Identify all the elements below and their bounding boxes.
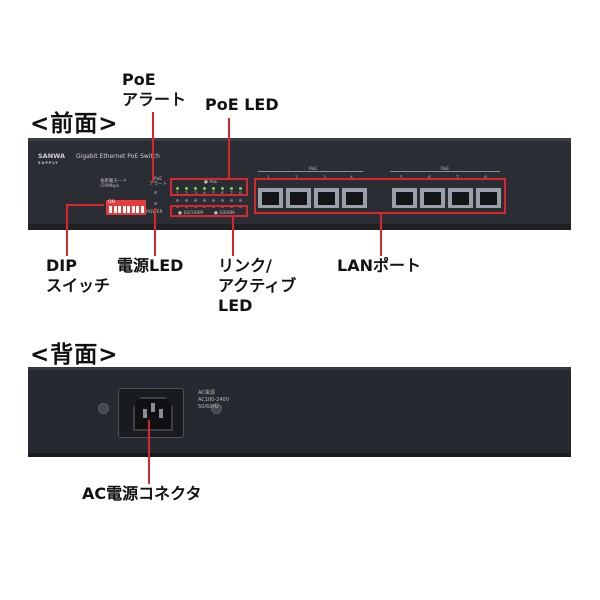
- ac-pin: [159, 409, 163, 418]
- dip-switch[interactable]: ON: [106, 200, 146, 215]
- screw-icon: [211, 403, 222, 414]
- speed-10-100-label: ● 10/100M: [178, 211, 204, 216]
- rear-panel: AC電源 AC100-240V 50/60Hz: [28, 367, 571, 457]
- poe-led-callout: PoE LED: [205, 95, 279, 114]
- poe-alert-leader: [152, 112, 154, 182]
- link-led-highlight: [170, 205, 248, 217]
- port-group-divider: [258, 171, 363, 172]
- poe-led-highlight: [170, 178, 248, 196]
- front-bezel: [28, 224, 571, 230]
- poe-led: [185, 187, 188, 190]
- dip-switch-callout: DIP スイッチ: [46, 256, 110, 296]
- link-active-led-callout-line1: リンク/: [218, 256, 272, 275]
- poe-alert-callout-line2: アラート: [122, 90, 187, 109]
- link-led: [212, 199, 215, 202]
- dip-toggle[interactable]: [122, 206, 126, 213]
- port-group-divider: [390, 171, 500, 172]
- lan-port[interactable]: [314, 188, 339, 208]
- lan-port[interactable]: [420, 188, 445, 208]
- dip-label: 長距離モード /10Mbps: [100, 179, 127, 189]
- link-led: [221, 199, 224, 202]
- brand-logo: SANWA SUPPLY: [38, 153, 65, 167]
- poe-alert-panel-line2: アラート: [149, 182, 167, 187]
- lan-port[interactable]: [476, 188, 501, 208]
- dip-label-line2: /10Mbps: [100, 184, 120, 189]
- poe-led: [203, 187, 206, 190]
- link-led: [230, 199, 233, 202]
- dip-toggle[interactable]: [127, 206, 130, 213]
- dip-leader-v: [66, 204, 68, 256]
- poe-alert-panel-label: PoE アラート: [149, 177, 167, 187]
- dip-toggle[interactable]: [118, 206, 121, 213]
- link-active-led-callout: リンク/ アクティブ LED: [218, 256, 296, 316]
- link-led: [194, 199, 197, 202]
- lan-port[interactable]: [286, 188, 311, 208]
- poe-alert-callout-line1: PoE: [122, 70, 156, 89]
- screw-icon: [98, 403, 109, 414]
- lan-port[interactable]: [258, 188, 283, 208]
- poe-led: [221, 187, 224, 190]
- ac-rating-line3: 50/60Hz: [198, 404, 219, 410]
- poe-led: [239, 187, 242, 190]
- poe-led: [176, 187, 179, 190]
- power-led-callout: 電源LED: [117, 256, 184, 275]
- lan-port[interactable]: [448, 188, 473, 208]
- ac-connector-leader: [148, 420, 150, 484]
- link-led: [176, 199, 179, 202]
- dip-toggle[interactable]: [113, 206, 117, 213]
- poe-alert-callout: PoE アラート: [122, 70, 186, 110]
- dip-toggle[interactable]: [131, 206, 135, 213]
- dip-switch-callout-line1: DIP: [46, 256, 77, 275]
- lan-port[interactable]: [392, 188, 417, 208]
- lan-port-leader: [380, 214, 382, 256]
- ac-socket: [133, 397, 173, 431]
- link-active-led-callout-line2: アクティブ: [218, 276, 297, 295]
- lan-port[interactable]: [342, 188, 367, 208]
- ac-power-connector[interactable]: [118, 388, 184, 438]
- ac-rating-line2: AC100-240V: [198, 397, 230, 403]
- dip-toggle[interactable]: [136, 206, 139, 213]
- dip-on-label: ON: [108, 200, 115, 205]
- poe-led-leader: [228, 118, 230, 178]
- ac-pin: [151, 403, 155, 412]
- rear-section-title: <背面>: [30, 342, 119, 368]
- lan-port-callout: LANポート: [337, 256, 421, 275]
- poe-group-label: PoE: [309, 167, 318, 172]
- poe-alert-panel-line1: PoE: [153, 177, 163, 182]
- ac-rating-label: AC電源 AC100-240V 50/60Hz: [198, 390, 229, 411]
- speed-1000-label: ● 1000M: [214, 211, 235, 216]
- dip-label-line1: 長距離モード: [100, 179, 127, 184]
- brand-logo-line1: SANWA: [38, 152, 66, 160]
- ac-pin: [143, 409, 147, 418]
- link-led-leader: [232, 217, 234, 256]
- dip-leader-h: [66, 204, 104, 206]
- poe-group-label: PoE: [441, 167, 450, 172]
- dip-toggle[interactable]: [140, 206, 144, 213]
- dip-toggle[interactable]: [109, 206, 112, 213]
- front-section-title: <前面>: [30, 111, 119, 137]
- poe-led: [230, 187, 233, 190]
- ac-rating-line1: AC電源: [198, 390, 215, 396]
- link-led: [203, 199, 206, 202]
- poe-led-label: ● PoE: [204, 180, 218, 185]
- link-led: [239, 199, 242, 202]
- poe-led: [212, 187, 215, 190]
- ac-connector-callout: AC電源コネクタ: [82, 484, 202, 503]
- link-active-led-callout-line3: LED: [218, 296, 253, 315]
- brand-logo-line2: SUPPLY: [38, 161, 59, 165]
- power-led: [154, 202, 157, 205]
- power-led-leader: [154, 208, 156, 256]
- lan-port-highlight: [254, 178, 506, 214]
- dip-switch-callout-line2: スイッチ: [46, 276, 111, 295]
- front-panel: SANWA SUPPLY Gigabit Ethernet PoE Switch…: [28, 138, 571, 230]
- poe-alert-led: [154, 191, 157, 194]
- model-name: Gigabit Ethernet PoE Switch: [76, 153, 160, 160]
- poe-led: [194, 187, 197, 190]
- link-led: [185, 199, 188, 202]
